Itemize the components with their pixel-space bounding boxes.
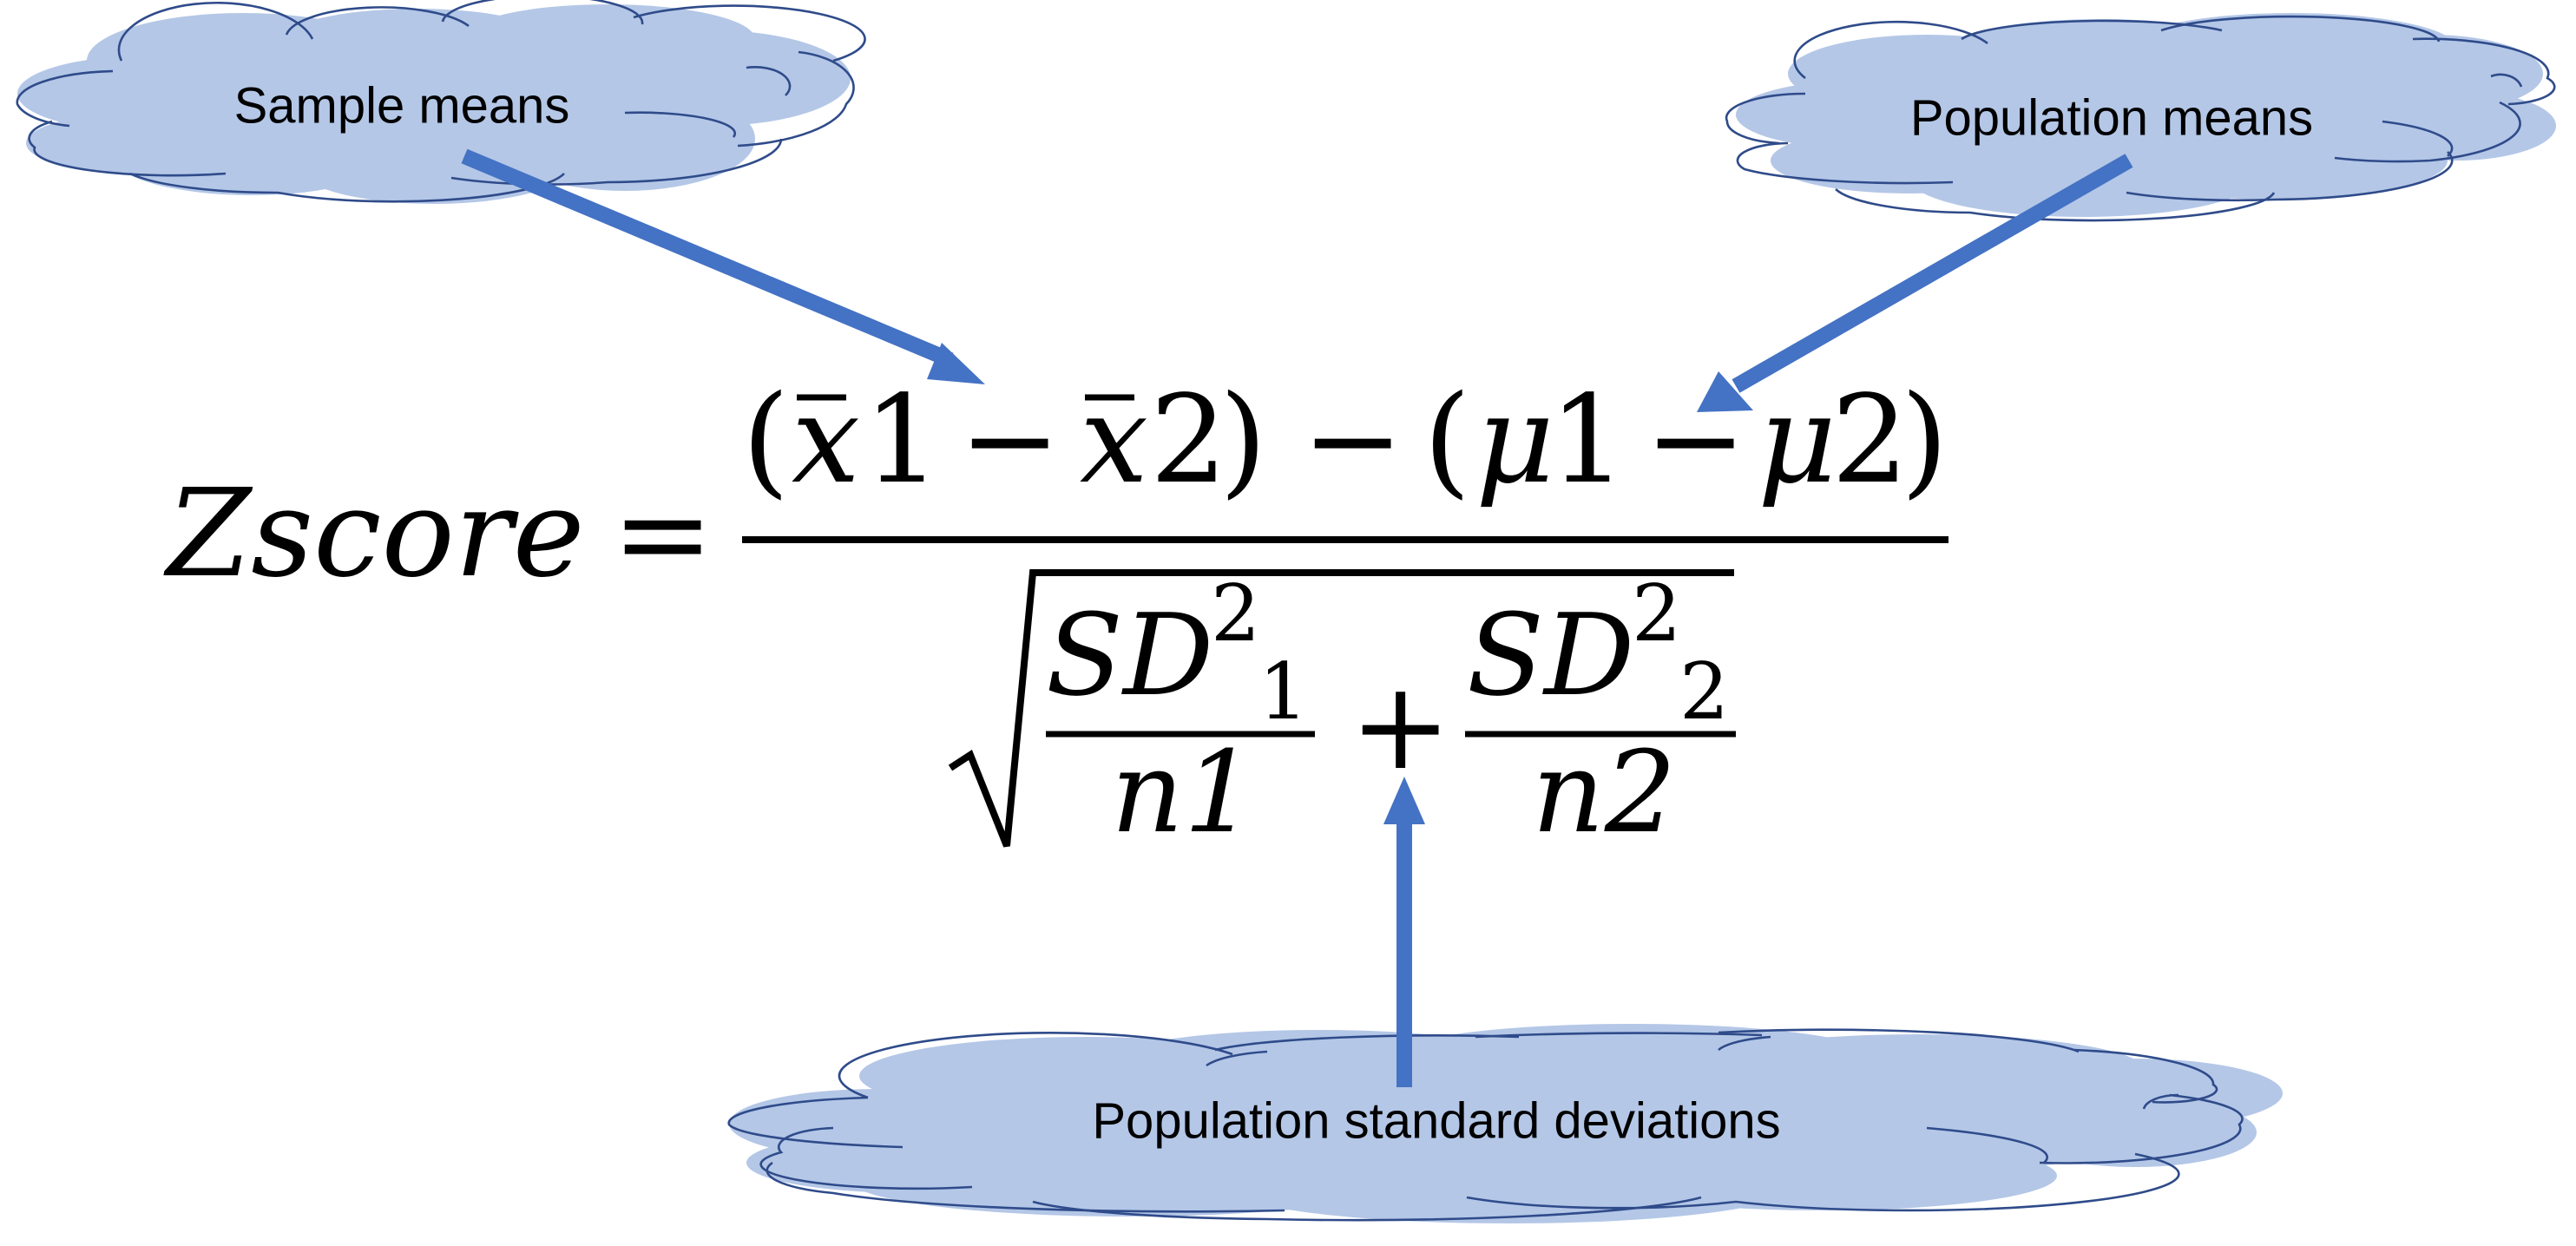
zscore-formula: Zscore = ( x 1 − x 2 ) − ( μ 1 − μ 2 )	[163, 370, 1948, 858]
num-mu1: μ	[1475, 370, 1554, 511]
cloud-population-means-shape	[1736, 13, 2556, 217]
arrow-sample-means	[461, 148, 985, 384]
formula-lhs: Zscore	[163, 463, 585, 605]
num-close-paren-1: )	[1219, 370, 1267, 511]
num-close-paren-2: )	[1901, 370, 1948, 511]
cloud-population-sd: Population standard deviations	[727, 1024, 2283, 1223]
term2-n: n2	[1532, 726, 1676, 858]
num-mu1-index: 1	[1549, 370, 1626, 511]
num-minus-a: −	[959, 370, 1061, 511]
cloud-population-means: Population means	[1725, 13, 2556, 222]
denominator-plus: +	[1350, 656, 1451, 797]
arrow-population-sd	[1383, 777, 1425, 1087]
term2-exponent: 2	[1632, 568, 1681, 659]
cloud-population-sd-label: Population standard deviations	[1092, 1092, 1780, 1149]
radical-sign	[948, 569, 1734, 848]
cloud-sample-means-label: Sample means	[234, 77, 570, 134]
formula-numerator: ( x 1 − x 2 ) − ( μ 1 − μ 2 )	[742, 370, 1948, 511]
num-xbar1: x	[792, 370, 860, 511]
num-mu2: μ	[1758, 370, 1837, 511]
term1-exponent: 2	[1211, 568, 1260, 659]
num-open-paren-2: (	[1423, 370, 1471, 511]
formula-equals: =	[612, 463, 713, 605]
num-xbar1-index: 1	[864, 370, 941, 511]
cloud-population-sd-shape	[729, 1024, 2283, 1223]
cloud-population-means-label: Population means	[1910, 89, 2313, 146]
term1-sd: SD	[1046, 589, 1213, 721]
num-minus-b: −	[1645, 370, 1746, 511]
term1-subscript: 1	[1258, 646, 1308, 738]
cloud-sample-means-outline	[16, 0, 866, 203]
arrow-population-means	[1697, 154, 2133, 412]
num-mu2-index: 2	[1831, 370, 1909, 511]
formula-denominator: SD 2 1 n1 + SD 2 2 n2	[948, 568, 1736, 858]
num-xbar2: x	[1080, 370, 1148, 511]
term2-sd: SD	[1467, 589, 1634, 721]
num-open-paren-1: (	[742, 370, 790, 511]
term1-n: n1	[1111, 726, 1255, 858]
term2-subscript: 2	[1679, 646, 1729, 738]
num-xbar2-index: 2	[1150, 370, 1227, 511]
cloud-population-sd-outline	[727, 1028, 2244, 1222]
num-minus-mid: −	[1302, 370, 1403, 511]
cloud-sample-means: Sample means	[16, 0, 866, 204]
